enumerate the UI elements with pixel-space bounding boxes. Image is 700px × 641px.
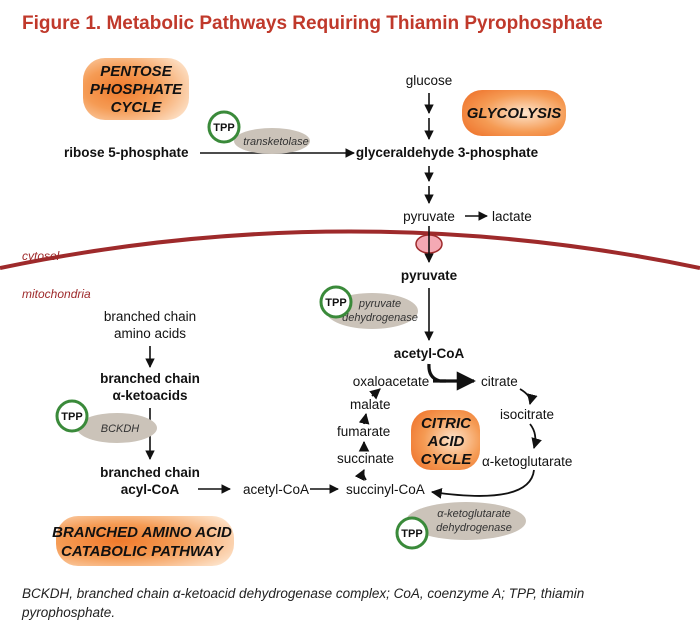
branched-label-1: BRANCHED AMINO ACID xyxy=(52,524,232,541)
pdh-label-1: pyruvate xyxy=(358,298,401,310)
citric-label-2: ACID xyxy=(427,433,465,450)
transketolase-enzyme: transketolase TPP xyxy=(207,110,310,154)
bcaa-label-2: amino acids xyxy=(114,326,186,341)
pyruvate-cytosol-label: pyruvate xyxy=(403,209,455,224)
tpp-label: TPP xyxy=(61,411,82,423)
pathway-diagram: Figure 1. Metabolic Pathways Requiring T… xyxy=(0,13,700,566)
bcacyl-label-1: branched chain xyxy=(100,465,200,480)
arrow-succinylcoa-succinate xyxy=(354,469,367,482)
succinate-label: succinate xyxy=(337,451,394,466)
tpp-label: TPP xyxy=(401,528,422,540)
acetylcoa2-label: acetyl-CoA xyxy=(243,482,309,497)
citrate-label: citrate xyxy=(481,374,518,389)
pentose-label-2: PHOSPHATE xyxy=(90,81,183,98)
glycolysis-blob: GLYCOLYSIS xyxy=(462,90,566,136)
bckdh-label: BCKDH xyxy=(101,423,140,435)
bckdh-enzyme: BCKDH TPP xyxy=(55,399,157,443)
malate-label: malate xyxy=(350,397,391,412)
pdh-enzyme: pyruvate dehydrogenase TPP xyxy=(319,285,418,329)
arrow-citrate-isocitrate xyxy=(519,388,538,406)
pentose-phosphate-blob: PENTOSE PHOSPHATE CYCLE xyxy=(83,58,189,120)
figure-title: Figure 1. Metabolic Pathways Requiring T… xyxy=(22,13,603,34)
tpp-cofactor-icon xyxy=(55,399,89,433)
arrow-malate-oxaloacetate xyxy=(369,388,381,400)
pentose-label-1: PENTOSE xyxy=(100,63,172,80)
branched-label-2: CATABOLIC PATHWAY xyxy=(61,543,225,560)
bcacyl-label-2: acyl-CoA xyxy=(121,482,180,497)
akgdh-label-1: α-ketoglutarate xyxy=(437,508,511,520)
arrow-akg-succinylcoa xyxy=(430,469,535,499)
tpp-cofactor-icon xyxy=(395,516,429,550)
bcaa-label-1: branched chain xyxy=(104,309,196,324)
bcka-label-1: branched chain xyxy=(100,371,200,386)
isocitrate-label: isocitrate xyxy=(500,407,554,422)
pdh-label-2: dehydrogenase xyxy=(342,312,418,324)
akgdh-enzyme: α-ketoglutarate dehydrogenase TPP xyxy=(395,502,526,550)
g3p-label: glyceraldehyde 3-phosphate xyxy=(356,145,539,160)
glucose-label: glucose xyxy=(406,73,453,88)
lactate-label: lactate xyxy=(492,209,532,224)
tpp-cofactor-icon xyxy=(207,110,241,144)
oxaloacetate-label: oxaloacetate xyxy=(353,374,430,389)
transketolase-label: transketolase xyxy=(243,136,308,148)
bcka-label-2: α-ketoacids xyxy=(112,388,187,403)
figure-caption: BCKDH, branched chain α-ketoacid dehydro… xyxy=(22,586,585,620)
arrow-acetylcoa-citrate xyxy=(427,363,476,391)
mitochondrial-membrane xyxy=(0,229,700,270)
pentose-label-3: CYCLE xyxy=(111,99,163,116)
glycolysis-label: GLYCOLYSIS xyxy=(467,105,561,122)
mitochondria-label: mitochondria xyxy=(22,287,91,301)
akg-label: α-ketoglutarate xyxy=(482,454,572,469)
ribose-label: ribose 5-phosphate xyxy=(64,145,189,160)
arrow-isocitrate-akg xyxy=(529,423,542,450)
citric-acid-blob: CITRIC ACID CYCLE xyxy=(411,410,480,470)
cytosol-label: cytosol xyxy=(22,249,60,263)
fumarate-label: fumarate xyxy=(337,424,390,439)
citric-label-3: CYCLE xyxy=(421,451,473,468)
succinylcoa-label: succinyl-CoA xyxy=(346,482,425,497)
tpp-label: TPP xyxy=(213,122,234,134)
akgdh-label-2: dehydrogenase xyxy=(436,522,512,534)
pyruvate-mito-label: pyruvate xyxy=(401,268,458,283)
tpp-label: TPP xyxy=(325,297,346,309)
tpp-cofactor-icon xyxy=(319,285,353,319)
branched-amino-blob: BRANCHED AMINO ACID CATABOLIC PATHWAY xyxy=(52,516,234,566)
acetylcoa-label: acetyl-CoA xyxy=(394,346,465,361)
citric-label-1: CITRIC xyxy=(421,415,472,432)
arrow-fumarate-malate xyxy=(358,412,370,425)
